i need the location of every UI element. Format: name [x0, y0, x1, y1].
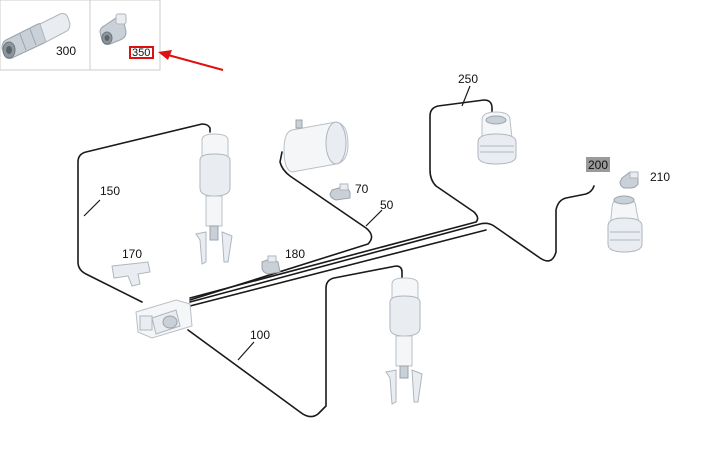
leader-250 [461, 85, 471, 107]
label-100[interactable]: 100 [250, 328, 270, 342]
label-180[interactable]: 180 [285, 247, 305, 261]
selected-part-highlight [129, 46, 154, 59]
leader-50 [365, 209, 383, 227]
thumbnail-strip: 300 350 [0, 0, 224, 71]
air-line-150 [77, 123, 211, 303]
label-300[interactable]: 300 [56, 44, 76, 58]
connector-icon [1, 13, 71, 59]
selected-label-200-bg [586, 157, 610, 172]
air-line-trunk-a [189, 185, 595, 303]
air-line-50 [189, 151, 373, 301]
connector-icon[interactable] [261, 255, 281, 275]
label-200[interactable]: 200 [588, 158, 608, 172]
air-line-100 [187, 265, 403, 418]
leader-150 [83, 199, 101, 217]
label-350[interactable]: 350 [132, 47, 150, 59]
leader-100 [237, 341, 255, 361]
air-bellows-icon[interactable] [607, 195, 643, 253]
label-250[interactable]: 250 [458, 72, 478, 86]
pressure-reservoir-icon[interactable] [283, 119, 349, 173]
air-lines [77, 99, 595, 418]
label-210[interactable]: 210 [650, 170, 670, 184]
label-70[interactable]: 70 [355, 182, 369, 196]
air-bellows-icon[interactable] [477, 111, 517, 165]
air-line-trunk-b [189, 99, 493, 299]
bracket-icon[interactable] [329, 183, 351, 201]
air-line-trunk-c [189, 229, 487, 307]
label-170[interactable]: 170 [122, 247, 142, 261]
compressor-icon[interactable] [135, 299, 193, 339]
air-spring-strut-icon[interactable] [195, 133, 233, 265]
label-50[interactable]: 50 [380, 198, 394, 212]
air-spring-strut-icon[interactable] [385, 277, 423, 405]
bracket-icon[interactable] [111, 261, 151, 287]
connector-icon[interactable] [619, 171, 639, 189]
pointer-arrow-icon [158, 50, 224, 71]
connector-icon [99, 13, 127, 45]
label-150[interactable]: 150 [100, 184, 120, 198]
